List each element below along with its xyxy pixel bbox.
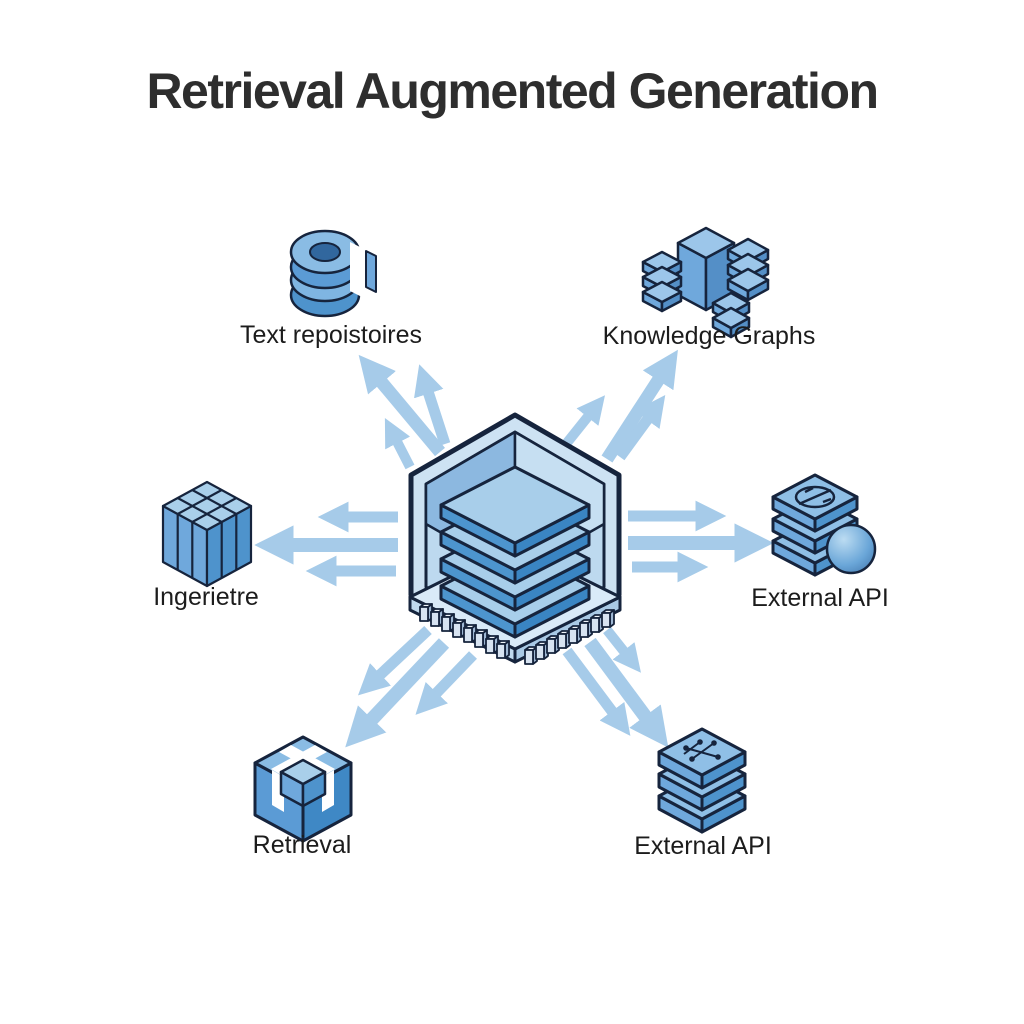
arrow xyxy=(584,637,669,748)
database-rings-icon xyxy=(289,229,377,318)
arrow xyxy=(358,354,445,457)
tower-left xyxy=(641,250,683,313)
page-title: Retrieval Augmented Generation xyxy=(146,63,879,119)
node-label-external-api-bottom: External API xyxy=(634,832,772,860)
arrows-bottom-left xyxy=(345,625,477,748)
node-label-retrieval: Retrieval xyxy=(252,831,352,859)
block-towers-icon xyxy=(641,226,770,339)
node-label-text-repositories: Text repoistoires xyxy=(239,321,423,349)
arrow xyxy=(603,626,641,673)
arrow xyxy=(384,418,415,470)
layer-stack-network-icon xyxy=(657,727,747,834)
arrows-right xyxy=(628,500,774,583)
hexagon-chip-layer-stack-icon xyxy=(408,412,622,665)
arrow-spokes xyxy=(254,349,774,748)
arrow xyxy=(357,625,432,696)
node-label-ingestion: Ingerietre xyxy=(153,583,259,611)
arrow xyxy=(345,638,450,748)
arrow xyxy=(562,395,605,448)
grid-cube-icon xyxy=(161,480,253,588)
arrows-left xyxy=(254,501,398,587)
tower-right xyxy=(726,237,770,302)
node-label-knowledge-graphs: Knowledge Graphs xyxy=(602,322,816,350)
tower-front xyxy=(711,291,751,339)
sphere xyxy=(825,523,877,575)
nested-cube-icon xyxy=(253,735,353,843)
arrow xyxy=(615,395,666,461)
network-glyph xyxy=(683,739,721,762)
arrow xyxy=(562,647,631,736)
arrows-top-right xyxy=(562,349,678,463)
layer-stack-sphere-icon xyxy=(771,473,877,577)
arrow xyxy=(415,651,477,715)
arrow xyxy=(414,364,451,446)
arrows-top-left xyxy=(358,354,451,470)
node-label-external-api-right: External API xyxy=(751,584,889,612)
arrows-bottom-right xyxy=(562,626,669,748)
chip-layer-stack xyxy=(439,465,591,639)
api-glyph xyxy=(794,485,836,509)
